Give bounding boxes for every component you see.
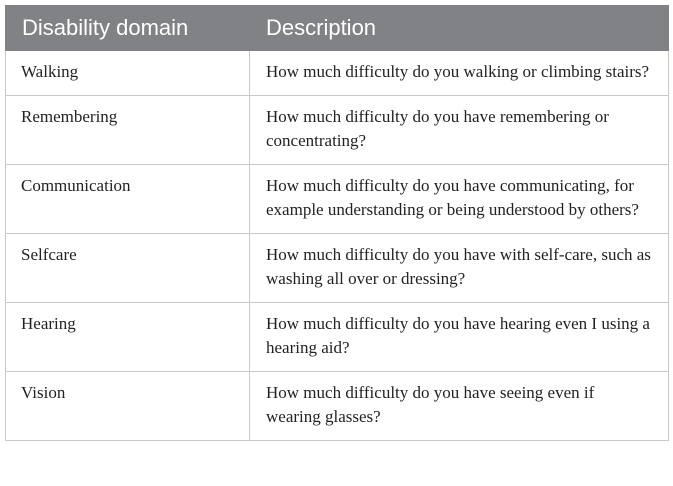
domain-cell: Selfcare: [5, 233, 250, 303]
domain-cell: Hearing: [5, 302, 250, 372]
disability-domain-table: Disability domain Description Walking Ho…: [5, 5, 669, 441]
column-header-description: Description: [249, 5, 669, 51]
table-row: Selfcare How much difficulty do you have…: [5, 233, 669, 303]
domain-cell: Communication: [5, 164, 250, 234]
column-header-disability-domain: Disability domain: [5, 5, 250, 51]
header-row: Disability domain Description: [5, 5, 669, 51]
table-row: Walking How much difficulty do you walki…: [5, 50, 669, 96]
domain-cell: Remembering: [5, 95, 250, 165]
description-cell: How much difficulty do you walking or cl…: [249, 50, 669, 96]
table-row: Vision How much difficulty do you have s…: [5, 371, 669, 441]
table-body: Walking How much difficulty do you walki…: [5, 50, 669, 441]
table-row: Communication How much difficulty do you…: [5, 164, 669, 234]
description-cell: How much difficulty do you have with sel…: [249, 233, 669, 303]
table-header: Disability domain Description: [5, 5, 669, 51]
description-cell: How much difficulty do you have communic…: [249, 164, 669, 234]
table-row: Remembering How much difficulty do you h…: [5, 95, 669, 165]
description-cell: How much difficulty do you have seeing e…: [249, 371, 669, 441]
description-cell: How much difficulty do you have remember…: [249, 95, 669, 165]
domain-cell: Walking: [5, 50, 250, 96]
description-cell: How much difficulty do you have hearing …: [249, 302, 669, 372]
table-row: Hearing How much difficulty do you have …: [5, 302, 669, 372]
domain-cell: Vision: [5, 371, 250, 441]
